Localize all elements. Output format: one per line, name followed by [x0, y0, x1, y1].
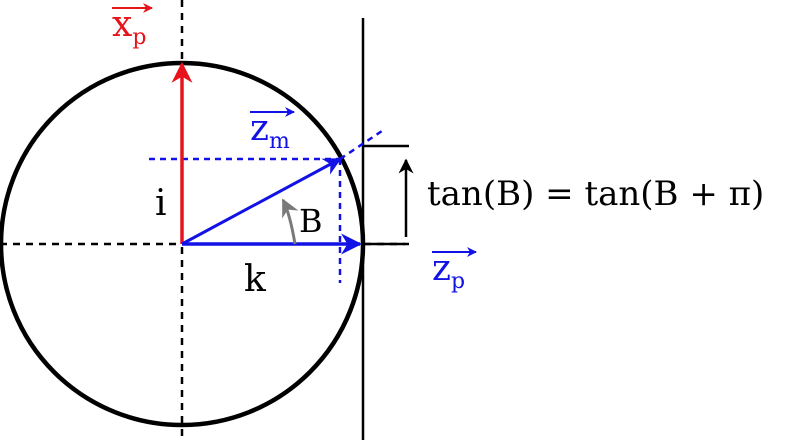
i-label: i	[155, 183, 167, 224]
x-p-label: xp	[112, 4, 146, 50]
z-p-label: zp	[432, 248, 465, 294]
tangent-formula: tan(B) = tan(B + π)	[427, 174, 764, 214]
k-label: k	[244, 259, 267, 300]
z-m-label: zm	[250, 108, 290, 154]
ray-extension	[339, 129, 383, 161]
angle-arc	[281, 198, 299, 245]
angle-b-label: B	[299, 202, 323, 240]
z-m-vector	[181, 157, 342, 246]
